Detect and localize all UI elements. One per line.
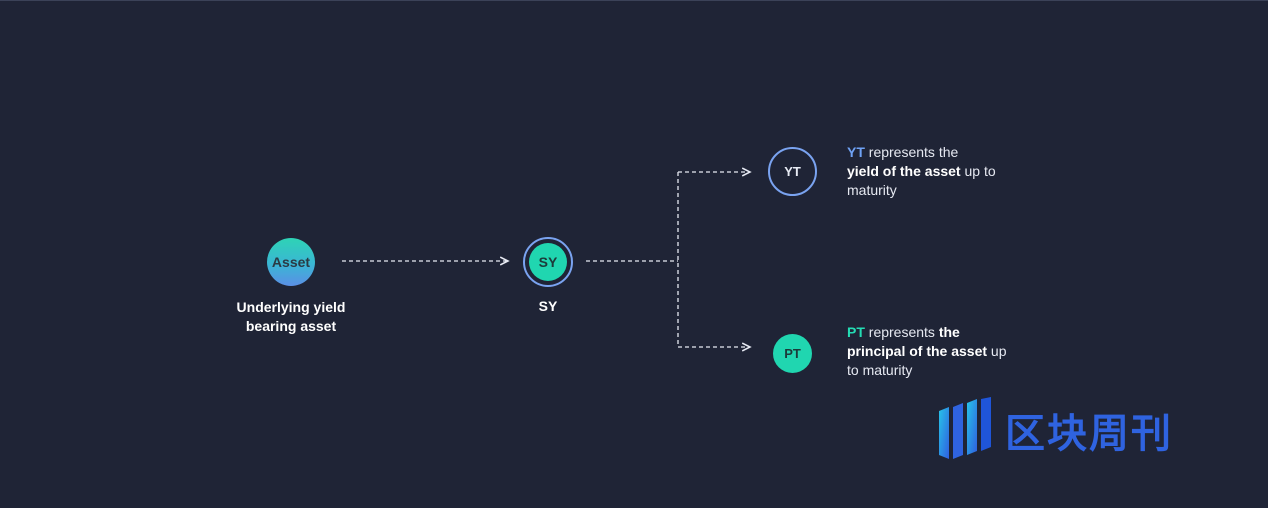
pt-node-label: PT <box>784 346 801 361</box>
yt-desc-bold: yield of the asset <box>847 163 961 179</box>
sy-node: SY <box>523 237 573 287</box>
yt-node: YT <box>768 147 817 196</box>
pt-desc-part1: represents <box>864 324 939 340</box>
yt-desc-part1: represents the <box>864 144 959 160</box>
pt-description: PT represents the principal of the asset… <box>847 323 1047 380</box>
yt-desc-part2: up to <box>960 163 996 179</box>
pt-token: PT <box>847 324 865 340</box>
asset-caption-line2: bearing asset <box>245 318 337 334</box>
block-weekly-logo-icon <box>939 397 991 459</box>
asset-node: Asset <box>267 238 315 286</box>
pt-desc-bold1: the <box>938 324 960 340</box>
yt-token: YT <box>847 144 865 160</box>
sy-node-label: SY <box>538 254 558 270</box>
watermark-logo: 区块周刊 <box>937 395 1247 465</box>
yt-desc-part3: maturity <box>847 182 897 198</box>
pt-desc-part2: up <box>987 343 1007 359</box>
sy-node-inner: SY <box>529 243 567 281</box>
asset-caption: Underlying yield bearing asset <box>216 298 366 336</box>
sy-caption: SY <box>538 298 558 314</box>
yt-node-label: YT <box>784 164 801 179</box>
pt-desc-part3: to maturity <box>847 362 913 378</box>
asset-node-label: Asset <box>271 254 311 270</box>
asset-caption-line1: Underlying yield <box>236 299 346 315</box>
yt-description: YT represents the yield of the asset up … <box>847 143 1047 200</box>
pt-desc-bold2: principal of the asset <box>847 343 988 359</box>
watermark-text: 区块周刊 <box>1005 411 1173 457</box>
pt-node: PT <box>773 334 812 373</box>
